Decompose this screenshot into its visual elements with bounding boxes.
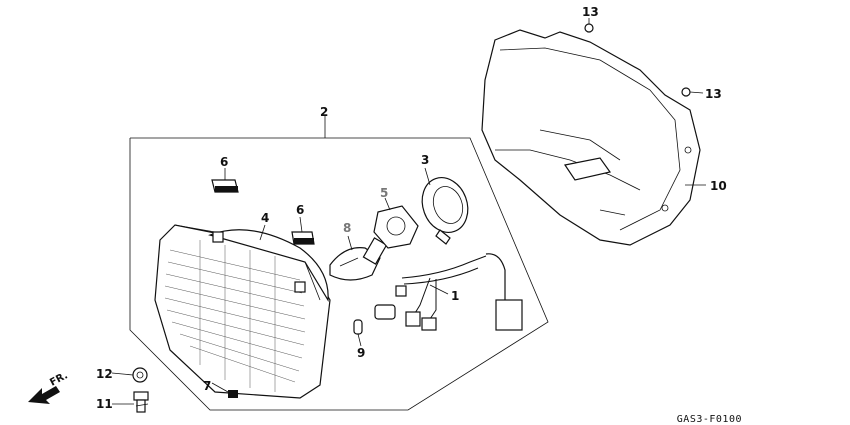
position-bulb[interactable]: [353, 319, 363, 335]
rubber-cap-upper[interactable]: [211, 179, 239, 193]
direction-label: FR.: [48, 370, 70, 388]
callout-13-upper: 13: [582, 5, 599, 19]
dust-cover[interactable]: [415, 171, 475, 245]
callout-6-upper: 6: [220, 155, 228, 169]
callout-6-lower: 6: [296, 203, 304, 217]
mounting-clip[interactable]: [228, 390, 238, 398]
headlight-wire-harness[interactable]: [374, 253, 523, 331]
callout-9: 9: [357, 346, 365, 360]
rubber-cap-lower[interactable]: [291, 231, 315, 245]
arrow-icon: [28, 386, 60, 404]
callout-5: 5: [380, 186, 388, 200]
front-direction-indicator: FR.: [28, 370, 70, 404]
callout-11: 11: [96, 397, 113, 411]
mounting-screw[interactable]: [133, 391, 149, 413]
callout-4: 4: [261, 211, 269, 225]
headlight-unit[interactable]: [154, 224, 331, 399]
callout-1: 1: [451, 289, 459, 303]
case-screw-upper[interactable]: [584, 23, 594, 33]
callout-7: 7: [203, 379, 211, 393]
callout-3: 3: [421, 153, 429, 167]
callout-13-side: 13: [705, 87, 722, 101]
leader-lines: [111, 18, 706, 405]
assembly-outline: [129, 116, 549, 411]
case-screw-side[interactable]: [681, 87, 691, 97]
bulb-socket[interactable]: [373, 205, 419, 249]
callout-10: 10: [710, 179, 727, 193]
callout-labels: 1 2 3 4 5 6 6 7 8 9 10 11 12 13 13: [96, 5, 727, 411]
diagram-code: GAS3-F0100: [677, 414, 742, 425]
callout-12: 12: [96, 367, 113, 381]
callout-2: 2: [320, 105, 328, 119]
callout-8: 8: [343, 221, 351, 235]
headlight-bulb[interactable]: [329, 237, 388, 281]
headlight-case[interactable]: [481, 29, 701, 246]
mounting-nut[interactable]: [132, 367, 148, 383]
